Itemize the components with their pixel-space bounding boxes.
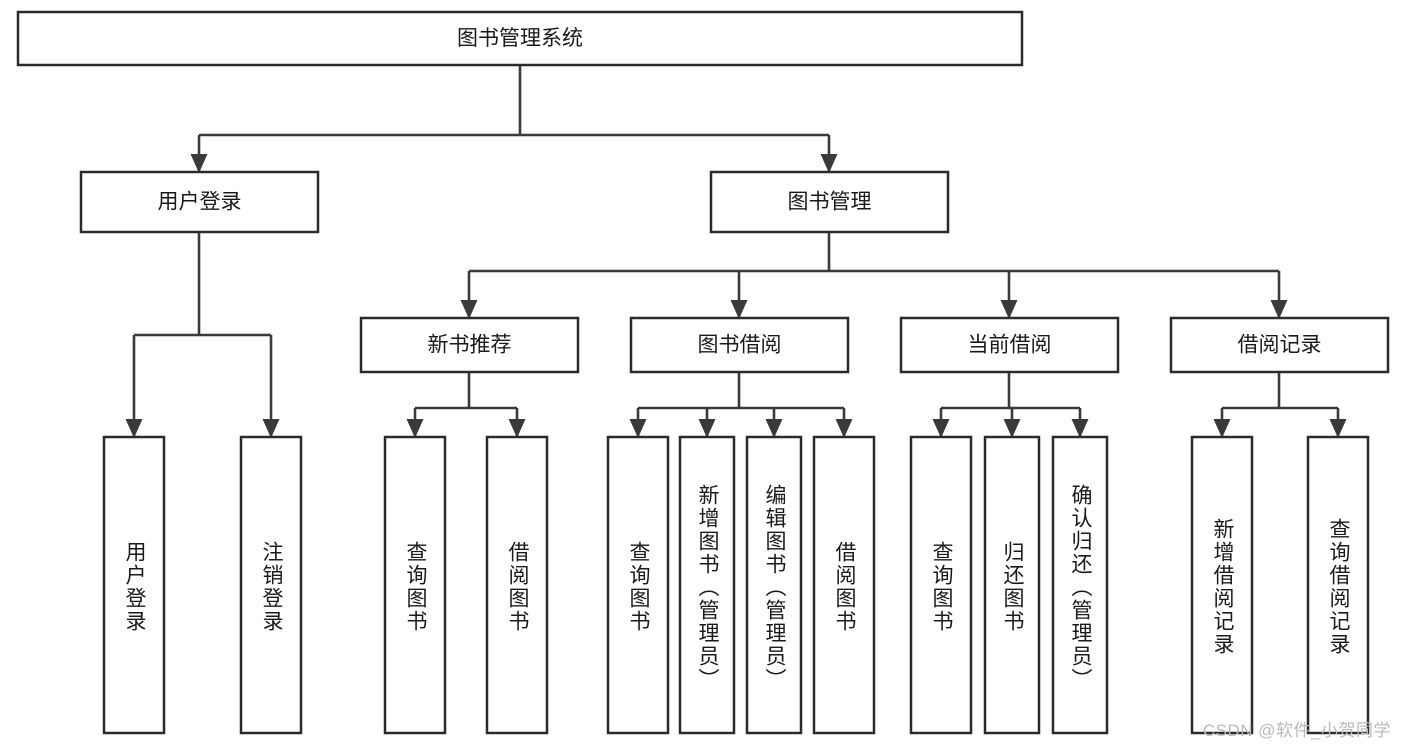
node-box-root[interactable]: [16, 10, 1024, 67]
boxes-layer: [16, 10, 1390, 735]
node-box-leaf-add-record[interactable]: [1190, 435, 1254, 735]
node-box-leaf-borrow-book-1[interactable]: [485, 435, 549, 735]
connector-arrowhead: [262, 419, 280, 438]
connector-arrowhead: [1270, 300, 1288, 319]
node-label-book-manage: 图书管理: [788, 191, 872, 214]
connectors-layer: [125, 65, 1347, 438]
watermark-text: CSDN @软件_小贺同学: [1202, 721, 1391, 740]
node-box-book-manage[interactable]: [709, 170, 950, 234]
connector-arrowhead: [629, 419, 647, 438]
node-box-leaf-user-login[interactable]: [102, 435, 166, 735]
node-box-leaf-logout[interactable]: [239, 435, 303, 735]
connector-arrowhead: [1071, 419, 1089, 438]
connector-arrowhead: [698, 419, 716, 438]
connector-arrowhead: [1329, 419, 1347, 438]
node-label-root: 图书管理系统: [457, 27, 583, 50]
node-label-new-book-recommend: 新书推荐: [428, 334, 512, 357]
connector-arrowhead: [508, 419, 526, 438]
connector-arrowhead: [932, 419, 950, 438]
node-box-current-borrow[interactable]: [899, 316, 1120, 374]
connector-arrowhead: [820, 154, 838, 173]
connector-arrowhead: [190, 154, 208, 173]
connector-arrowhead: [765, 419, 783, 438]
node-box-user-login[interactable]: [79, 170, 320, 234]
node-box-leaf-add-book[interactable]: [678, 435, 736, 735]
node-box-leaf-edit-book[interactable]: [745, 435, 803, 735]
node-box-leaf-query-record[interactable]: [1306, 435, 1370, 735]
node-box-leaf-return-book[interactable]: [983, 435, 1041, 735]
connector-arrowhead: [1213, 419, 1231, 438]
node-label-borrow-record: 借阅记录: [1238, 334, 1322, 357]
connector-arrowhead: [1003, 419, 1021, 438]
node-box-leaf-query-book-3[interactable]: [909, 435, 973, 735]
node-label-user-login: 用户登录: [158, 191, 242, 214]
node-box-leaf-query-book-2[interactable]: [606, 435, 670, 735]
node-label-current-borrow: 当前借阅: [968, 334, 1052, 357]
connector-arrowhead: [125, 419, 143, 438]
node-box-leaf-query-book-1[interactable]: [383, 435, 447, 735]
node-box-new-book-recommend[interactable]: [359, 316, 580, 374]
connector-arrowhead: [460, 300, 478, 319]
node-label-book-borrow: 图书借阅: [698, 334, 782, 357]
node-box-borrow-record[interactable]: [1169, 316, 1390, 374]
node-box-leaf-borrow-book-2[interactable]: [812, 435, 876, 735]
connector-arrowhead: [730, 300, 748, 319]
connector-arrowhead: [406, 419, 424, 438]
connector-arrowhead: [835, 419, 853, 438]
node-box-leaf-confirm-return[interactable]: [1051, 435, 1109, 735]
connector-arrowhead: [1000, 300, 1018, 319]
node-box-book-borrow[interactable]: [629, 316, 850, 374]
